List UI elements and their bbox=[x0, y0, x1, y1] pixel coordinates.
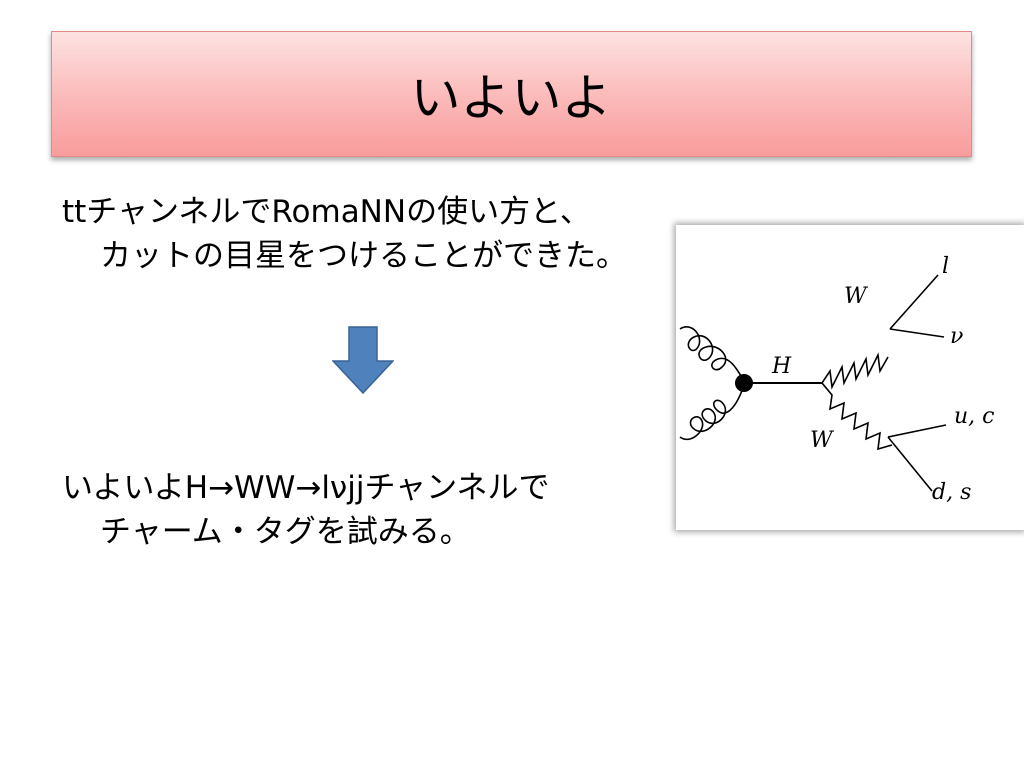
text-block-2: いよいよH→WW→lνjjチャンネルで チャーム・タグを試みる。 bbox=[62, 466, 550, 554]
w-lower-label: W bbox=[810, 428, 835, 453]
gluon-line-lower bbox=[679, 384, 745, 441]
feynman-diagram: H W W l ν u, c d, s bbox=[676, 225, 1024, 530]
text-line-3: いよいよH→WW→lνjjチャンネルで bbox=[62, 470, 550, 506]
neutrino-label: ν bbox=[950, 324, 963, 349]
text-line-2: カットの目星をつけることができた。 bbox=[100, 238, 627, 274]
w-line-lower bbox=[821, 382, 893, 451]
quark-up-label: u, c bbox=[954, 404, 994, 429]
quark-down-line bbox=[887, 436, 933, 492]
w-line-upper bbox=[821, 352, 889, 390]
lepton-line bbox=[889, 274, 939, 330]
quark-down-label: d, s bbox=[932, 480, 971, 505]
text-line-4: チャーム・タグを試みる。 bbox=[100, 514, 471, 550]
higgs-vertex bbox=[735, 374, 753, 392]
text-line-1: ttチャンネルでRomaNNの使い方と、 bbox=[62, 194, 591, 230]
higgs-label: H bbox=[771, 354, 792, 379]
gluon-line-upper bbox=[679, 326, 745, 382]
slide-title: いよいよ bbox=[410, 69, 613, 127]
neutrino-line bbox=[889, 328, 945, 338]
text-block-1: ttチャンネルでRomaNNの使い方と、 カットの目星をつけることができた。 bbox=[62, 190, 627, 278]
title-box: いよいよ bbox=[51, 31, 972, 157]
w-upper-label: W bbox=[844, 284, 869, 309]
quark-up-line bbox=[887, 424, 947, 438]
down-arrow-icon bbox=[332, 326, 394, 394]
lepton-label: l bbox=[942, 254, 949, 279]
